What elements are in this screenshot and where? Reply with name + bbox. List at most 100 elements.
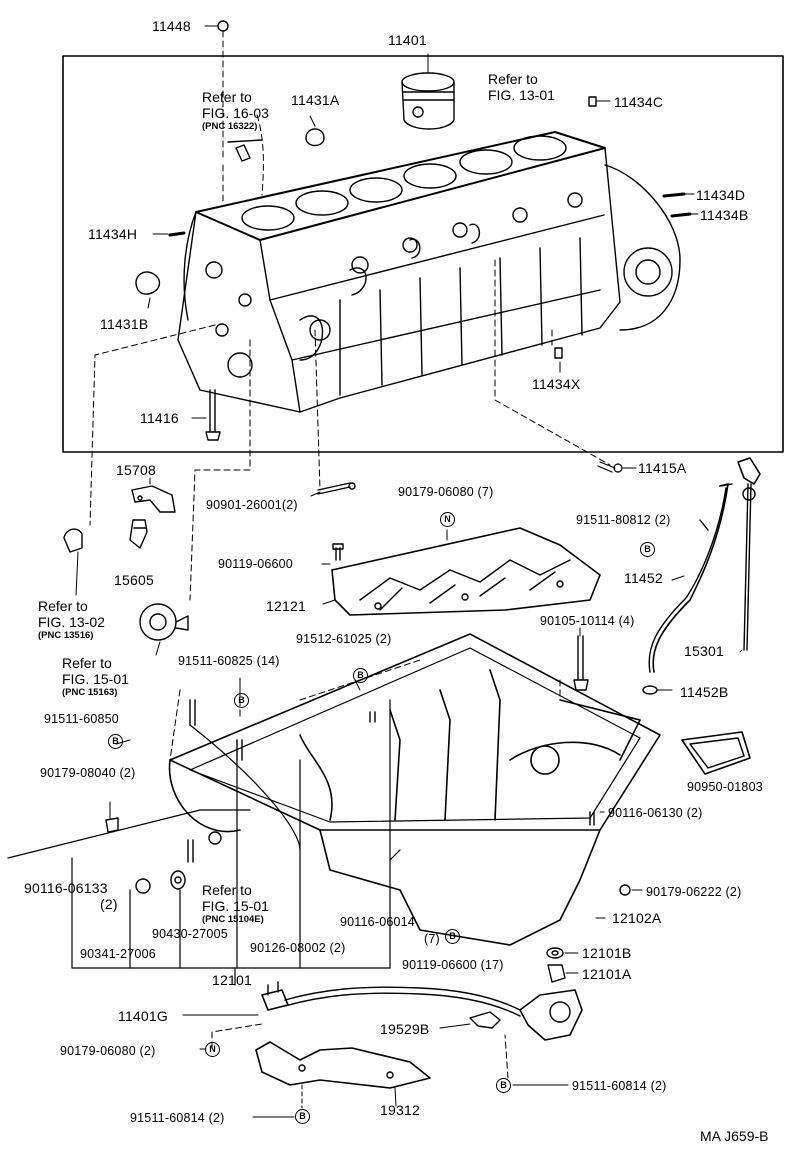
part-13-02 xyxy=(63,528,83,553)
symbol-b-90119-06600-17: B xyxy=(445,929,460,944)
refer-fig-16-03-line2: FIG. 16-03 xyxy=(202,105,269,121)
part-label-90119-06600-17: 90119-06600 (17) xyxy=(402,958,504,972)
part-label-11401: 11401 xyxy=(388,32,427,48)
symbol-b-91511-60850: B xyxy=(108,734,123,749)
refer-fig-15-01-a-line2: FIG. 15-01 xyxy=(62,671,129,687)
part-label-90901-26001: 90901-26001(2) xyxy=(206,498,298,512)
parts-90341-90430 xyxy=(135,870,186,894)
part-label-90950-01803: 90950-01803 xyxy=(687,780,763,794)
plug-90179-06222 xyxy=(619,884,631,896)
refer-fig-15-01-b-pnc: (PNC 15104E) xyxy=(202,914,264,925)
seal-15-01b xyxy=(208,831,222,845)
part-label-11434X: 11434X xyxy=(532,376,581,392)
part-label-11401G: 11401G xyxy=(118,1008,168,1024)
part-label-90430-27005: 90430-27005 xyxy=(152,927,228,941)
part-15605 xyxy=(129,519,148,549)
part-label-91511-80812: 91511-80812 (2) xyxy=(576,513,671,527)
part-label-11416: 11416 xyxy=(140,410,179,426)
part-label-90116-06014: 90116-06014 xyxy=(340,915,415,929)
part-label-11452B: 11452B xyxy=(680,684,729,700)
part-label-12101A: 12101A xyxy=(582,966,632,982)
bolt-11416 xyxy=(205,389,221,441)
baffle-12121 xyxy=(331,527,601,616)
refer-fig-16-03: Refer to FIG. 16-03 (PNC 16322) xyxy=(202,89,269,132)
part-label-90116-06130: 90116-06130 (2) xyxy=(608,806,703,820)
part-label-11434B: 11434B xyxy=(700,207,749,223)
part-label-11434C: 11434C xyxy=(614,94,664,110)
bracket-15708 xyxy=(131,485,176,513)
part-label-12121: 12121 xyxy=(266,598,306,614)
part-label-90126-08002: 90126-08002 (2) xyxy=(250,941,346,955)
group-bracket-12101 xyxy=(7,699,401,986)
part-label-90119-06600-qty7: (7) xyxy=(424,932,440,946)
part-label-90105-10114: 90105-10114 (4) xyxy=(540,614,635,628)
part-label-90116-06133: 90116-06133 xyxy=(24,880,108,896)
part-label-91511-60825: 91511-60825 (14) xyxy=(178,654,280,668)
part-label-90341-27006: 90341-27006 xyxy=(80,947,156,961)
refer-fig-16-03-line1: Refer to xyxy=(202,89,252,105)
part-label-12102A: 12102A xyxy=(612,910,662,926)
drain-plug-12101A xyxy=(547,964,566,983)
refer-fig-16-03-pnc: (PNC 16322) xyxy=(202,121,258,132)
refer-fig-15-01-b-line1: Refer to xyxy=(202,882,252,898)
part-label-90179-08040: 90179-08040 (2) xyxy=(40,766,136,780)
part-label-11431B: 11431B xyxy=(100,316,149,332)
part-label-11434H: 11434H xyxy=(88,226,138,242)
refer-fig-13-02-line1: Refer to xyxy=(38,598,88,614)
part-label-11431A: 11431A xyxy=(291,92,340,108)
pin-11434X xyxy=(554,347,563,359)
part-label-11434D: 11434D xyxy=(696,187,746,203)
part-label-91511-60850: 91511-60850 xyxy=(44,712,119,726)
part-label-12101: 12101 xyxy=(212,972,252,988)
refer-fig-13-02-pnc: (PNC 13516) xyxy=(38,630,94,641)
part-label-11452: 11452 xyxy=(624,570,663,586)
symbol-b-91511-60825: B xyxy=(234,693,249,708)
baffle-19312 xyxy=(255,1041,431,1089)
symbol-n-90179-06080-2: N xyxy=(205,1042,220,1057)
part-label-19529B: 19529B xyxy=(380,1021,430,1037)
washer-12101B xyxy=(546,947,564,959)
plug-11431B xyxy=(135,271,161,295)
pin-90901 xyxy=(317,482,356,495)
part-label-12101B: 12101B xyxy=(582,945,632,961)
piston-drawing xyxy=(401,72,455,130)
part-label-90116-06133-qty: (2) xyxy=(100,896,118,912)
oil-strainer-drawing xyxy=(261,981,583,1041)
refer-fig-13-01-line1: Refer to xyxy=(488,71,538,87)
part-label-11415A: 11415A xyxy=(638,460,687,476)
part-label-91511-60814-left: 91511-60814 (2) xyxy=(130,1111,225,1125)
guide-11452 xyxy=(648,483,733,673)
symbol-b-91511-80812: B xyxy=(640,542,655,557)
part-label-90119-06600: 90119-06600 xyxy=(218,557,293,571)
part-label-90179-06080-2: 90179-06080 (2) xyxy=(60,1044,156,1058)
part-label-11448: 11448 xyxy=(152,18,191,34)
part-label-91512-61025: 91512-61025 (2) xyxy=(296,632,392,646)
gasket-90950 xyxy=(681,731,751,775)
pan-studs xyxy=(187,635,595,863)
cylinder-block-frame xyxy=(62,55,784,453)
refer-fig-15-01-b-line2: FIG. 15-01 xyxy=(202,898,269,914)
oil-pan-drawing xyxy=(168,633,661,946)
refer-fig-13-01-line2: FIG. 13-01 xyxy=(488,87,555,103)
pin-11434D xyxy=(662,192,686,198)
refer-fig-15-01-a-pnc: (PNC 15163) xyxy=(62,687,118,698)
plug-90179-08040 xyxy=(105,817,119,833)
symbol-b-91512-61025: B xyxy=(353,668,368,683)
symbol-b-91511-60814-left: B xyxy=(295,1109,310,1124)
bolt-11415A xyxy=(597,461,623,473)
refer-fig-13-01: Refer to FIG. 13-01 xyxy=(488,71,555,103)
bolt-90119-06600 xyxy=(332,543,344,561)
plug-11431A xyxy=(305,128,325,147)
sleeve-16-03 xyxy=(227,139,263,162)
refer-fig-13-02: Refer to FIG. 13-02 (PNC 13516) xyxy=(38,598,105,641)
part-label-91511-60814-right: 91511-60814 (2) xyxy=(572,1079,667,1093)
pin-11434C xyxy=(588,96,597,107)
symbol-n-90179-06080-7: N xyxy=(440,512,455,527)
cylinder-block-drawing xyxy=(177,131,681,413)
ring-11452B xyxy=(642,685,658,695)
part-label-15708: 15708 xyxy=(116,462,156,478)
refer-fig-15-01-b: Refer to FIG. 15-01 (PNC 15104E) xyxy=(202,882,269,925)
part-label-19312: 19312 xyxy=(380,1102,420,1118)
refer-fig-15-01-a-line1: Refer to xyxy=(62,655,112,671)
